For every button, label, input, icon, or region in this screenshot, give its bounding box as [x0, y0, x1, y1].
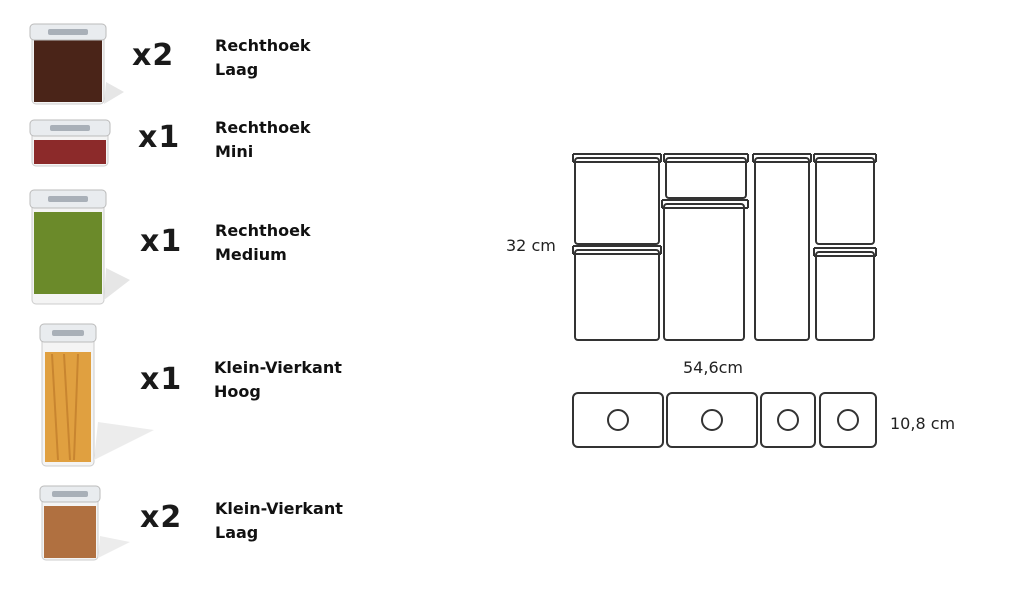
container-photo-rechthoek-laag [29, 23, 124, 105]
container-photo-rechthoek-medium [29, 189, 130, 305]
item-label-line2: Laag [215, 523, 259, 542]
quantity: x2 [140, 500, 183, 535]
front-container-3 [663, 153, 749, 199]
item-label-line1: Rechthoek [215, 118, 311, 137]
quantity: x2 [132, 38, 175, 73]
item-label: Rechthoek Medium [215, 219, 311, 267]
front-container-4 [661, 199, 749, 341]
item-label: Rechthoek Laag [215, 34, 311, 82]
item-label-line2: Medium [215, 245, 287, 264]
front-container-1 [572, 153, 662, 245]
item-label: Rechthoek Mini [215, 116, 311, 164]
item-label-line1: Rechthoek [215, 221, 311, 240]
item-label-line1: Rechthoek [215, 36, 311, 55]
front-container-5 [752, 153, 812, 341]
item-label-line1: Klein-Vierkant [215, 499, 343, 518]
front-container-7 [813, 247, 877, 341]
container-photo-klein-vierkant-laag [39, 485, 130, 561]
top-view-container-3 [760, 392, 816, 448]
front-container-6 [813, 153, 877, 245]
item-label-line1: Klein-Vierkant [214, 358, 342, 377]
height-label: 32 cm [506, 236, 556, 255]
dimension-diagram [572, 153, 877, 448]
container-photo-rechthoek-mini [29, 119, 111, 167]
quantity: x1 [140, 224, 183, 259]
item-label: Klein-Vierkant Laag [215, 497, 343, 545]
quantity: x1 [138, 120, 181, 155]
item-label-line2: Hoog [214, 382, 261, 401]
front-container-2 [572, 245, 662, 341]
top-view-container-1 [572, 392, 664, 448]
container-photo-klein-vierkant-hoog [39, 323, 154, 467]
quantity: x1 [140, 362, 183, 397]
depth-label: 10,8 cm [890, 414, 956, 433]
item-label-line2: Laag [215, 60, 259, 79]
top-view-container-2 [666, 392, 758, 448]
top-view-container-4 [819, 392, 877, 448]
item-label-line2: Mini [215, 142, 254, 161]
item-label: Klein-Vierkant Hoog [214, 356, 342, 404]
width-label: 54,6cm [683, 358, 744, 377]
